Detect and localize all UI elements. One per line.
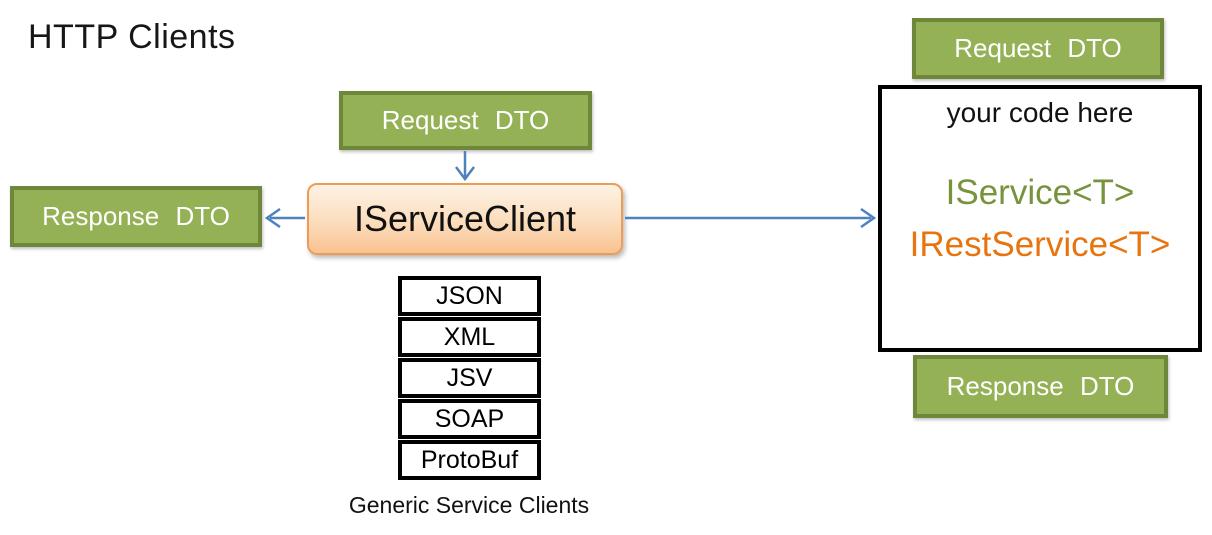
formats-caption: Generic Service Clients <box>348 492 590 518</box>
arrow-client-to-server <box>625 207 877 229</box>
your-code-box: your code here IService<T> IRestService<… <box>878 85 1202 352</box>
format-row-xml: XML <box>398 317 541 357</box>
iservice-label: IService<T> <box>945 173 1135 212</box>
response-dto-label: Response DTO <box>42 201 230 231</box>
your-code-here-label: your code here <box>946 97 1134 128</box>
request-dto-box-server: Request DTO <box>912 18 1164 79</box>
formats-stack: JSON XML JSV SOAP ProtoBuf <box>398 276 541 480</box>
iserviceclient-label: IServiceClient <box>353 198 577 239</box>
response-dto-label: Response DTO <box>946 371 1135 401</box>
page-title: HTTP Clients <box>28 18 236 56</box>
irestservice-label: IRestService<T> <box>909 225 1171 264</box>
format-row-jsv: JSV <box>398 358 541 398</box>
arrow-request-to-client <box>455 151 475 182</box>
response-dto-box-client: Response DTO <box>10 186 262 247</box>
format-row-protobuf: ProtoBuf <box>398 440 541 480</box>
response-dto-box-server: Response DTO <box>913 355 1168 418</box>
iserviceclient-box: IServiceClient <box>307 183 623 255</box>
request-dto-box-client: Request DTO <box>339 91 592 150</box>
request-dto-label: Request DTO <box>954 33 1122 63</box>
arrow-client-to-response <box>264 207 305 229</box>
format-row-soap: SOAP <box>398 399 541 439</box>
format-row-json: JSON <box>398 276 541 316</box>
request-dto-label: Request DTO <box>381 105 550 135</box>
